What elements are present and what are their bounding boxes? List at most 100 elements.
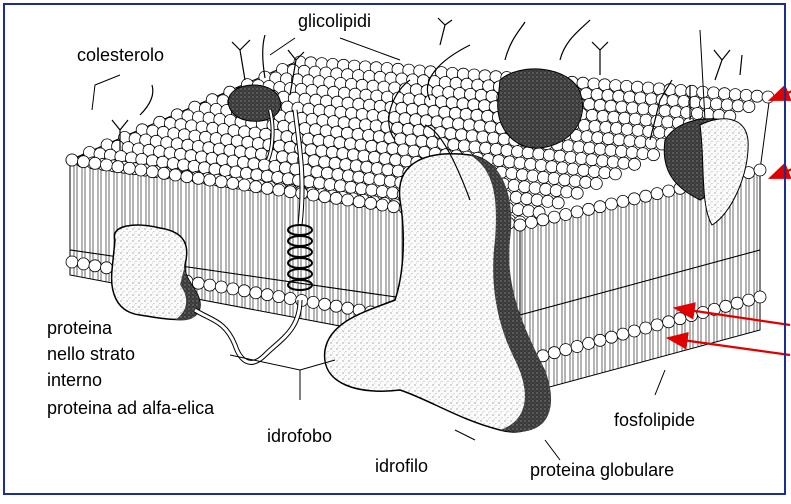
phospholipid-head — [250, 287, 262, 299]
phospholipid-head — [617, 328, 629, 340]
phospholipid-head — [609, 168, 621, 180]
phospholipid-head — [546, 161, 558, 173]
phospholipid-head — [627, 102, 639, 114]
phospholipid-head — [743, 101, 755, 113]
phospholipid-head — [542, 195, 554, 207]
phospholipid-head — [616, 145, 628, 157]
phospholipid-head — [583, 337, 595, 349]
phospholipid-head — [729, 89, 741, 101]
phospholipid-head — [573, 141, 585, 153]
phospholipid-head — [347, 149, 359, 161]
phospholipid-head — [442, 117, 454, 129]
phospholipid-head — [314, 177, 326, 189]
phospholipid-head — [488, 132, 500, 144]
phospholipid-head — [66, 154, 78, 166]
phospholipid-head — [344, 138, 356, 150]
phospholipid-head — [369, 151, 381, 163]
phospholipid-head — [605, 144, 617, 156]
phospholipid-head — [319, 191, 331, 203]
phospholipid-head — [522, 147, 534, 159]
phospholipid-head — [376, 199, 388, 211]
phospholipid-head — [374, 174, 386, 186]
phospholipid-head — [632, 124, 644, 136]
phospholipid-head — [586, 154, 598, 166]
label-colesterolo: colesterolo — [77, 45, 164, 66]
phospholipid-head — [629, 158, 641, 170]
phospholipid-head — [581, 131, 593, 143]
phospholipid-head — [458, 140, 470, 152]
phospholipid-head — [342, 194, 354, 206]
phospholipid-head — [525, 216, 537, 228]
phospholipid-head — [642, 82, 654, 94]
phospholipid-head — [562, 140, 574, 152]
phospholipid-head — [552, 197, 564, 209]
phospholipid-head — [287, 152, 299, 164]
phospholipid-head — [543, 149, 555, 161]
phospholipid-head — [550, 185, 562, 197]
phospholipid-head — [345, 181, 357, 193]
phospholipid-head — [387, 143, 399, 155]
phospholipid-head — [516, 169, 528, 181]
phospholipid-head — [485, 121, 497, 133]
phospholipid-head — [273, 291, 285, 303]
phospholipid-head — [653, 83, 665, 95]
phospholipid-head — [602, 133, 614, 145]
phospholipid-head — [307, 296, 319, 308]
phospholipid-head — [731, 297, 743, 309]
phospholipid-head — [648, 149, 660, 161]
phospholipid-head — [762, 91, 774, 103]
phospholipid-head — [605, 100, 617, 112]
phospholipid-head — [575, 153, 587, 165]
label-fosfolipide: fosfolipide — [614, 410, 695, 431]
phospholipid-head — [321, 167, 333, 179]
phospholipid-head — [480, 142, 492, 154]
phospholipid-head — [350, 160, 362, 172]
phospholipid-head — [597, 110, 609, 122]
phospholipid-head — [474, 120, 486, 132]
phospholipid-head — [602, 89, 614, 101]
phospholipid-head — [397, 144, 409, 156]
phospholipid-head — [548, 173, 560, 185]
phospholipid-head — [426, 136, 438, 148]
phospholipid-head — [477, 131, 489, 143]
phospholipid-head — [670, 106, 682, 118]
phospholipid-head — [637, 103, 649, 115]
phospholipid-head — [569, 175, 581, 187]
phospholipid-head — [402, 123, 414, 135]
phospholipid-head — [337, 148, 349, 160]
phospholipid-head — [613, 90, 625, 102]
phospholipid-head — [597, 155, 609, 167]
phospholipid-head — [261, 289, 273, 301]
phospholipid-head — [556, 162, 568, 174]
phospholipid-head — [663, 185, 675, 197]
label-proteina-line2: nello strato — [47, 344, 135, 365]
phospholipid-head — [611, 122, 623, 134]
phospholipid-head — [523, 205, 535, 217]
phospholipid-head — [628, 325, 640, 337]
phospholipid-head — [617, 195, 629, 207]
phospholipid-head — [89, 260, 101, 272]
phospholipid-head — [519, 181, 531, 193]
phospholipid-head — [158, 167, 170, 179]
phospholipid-head — [279, 162, 291, 174]
phospholipid-head — [405, 134, 417, 146]
phospholipid-head — [204, 174, 216, 186]
phospholipid-head — [700, 97, 712, 109]
phospholipid-head — [619, 112, 631, 124]
phospholipid-head — [395, 133, 407, 145]
phospholipid-head — [624, 91, 636, 103]
phospholipid-head — [621, 123, 633, 135]
phospholipid-head — [514, 157, 526, 169]
phospholipid-head — [456, 129, 468, 141]
phospholipid-head — [463, 119, 475, 131]
phospholipid-head — [613, 134, 625, 146]
phospholipid-head — [135, 164, 147, 176]
phospholipid-head — [311, 166, 323, 178]
phospholipid-head — [373, 131, 385, 143]
phospholipid-head — [600, 121, 612, 133]
phospholipid-head — [591, 89, 603, 101]
phospholipid-head — [580, 176, 592, 188]
phospholipid-head — [754, 164, 766, 176]
phospholipid-head — [258, 159, 270, 171]
